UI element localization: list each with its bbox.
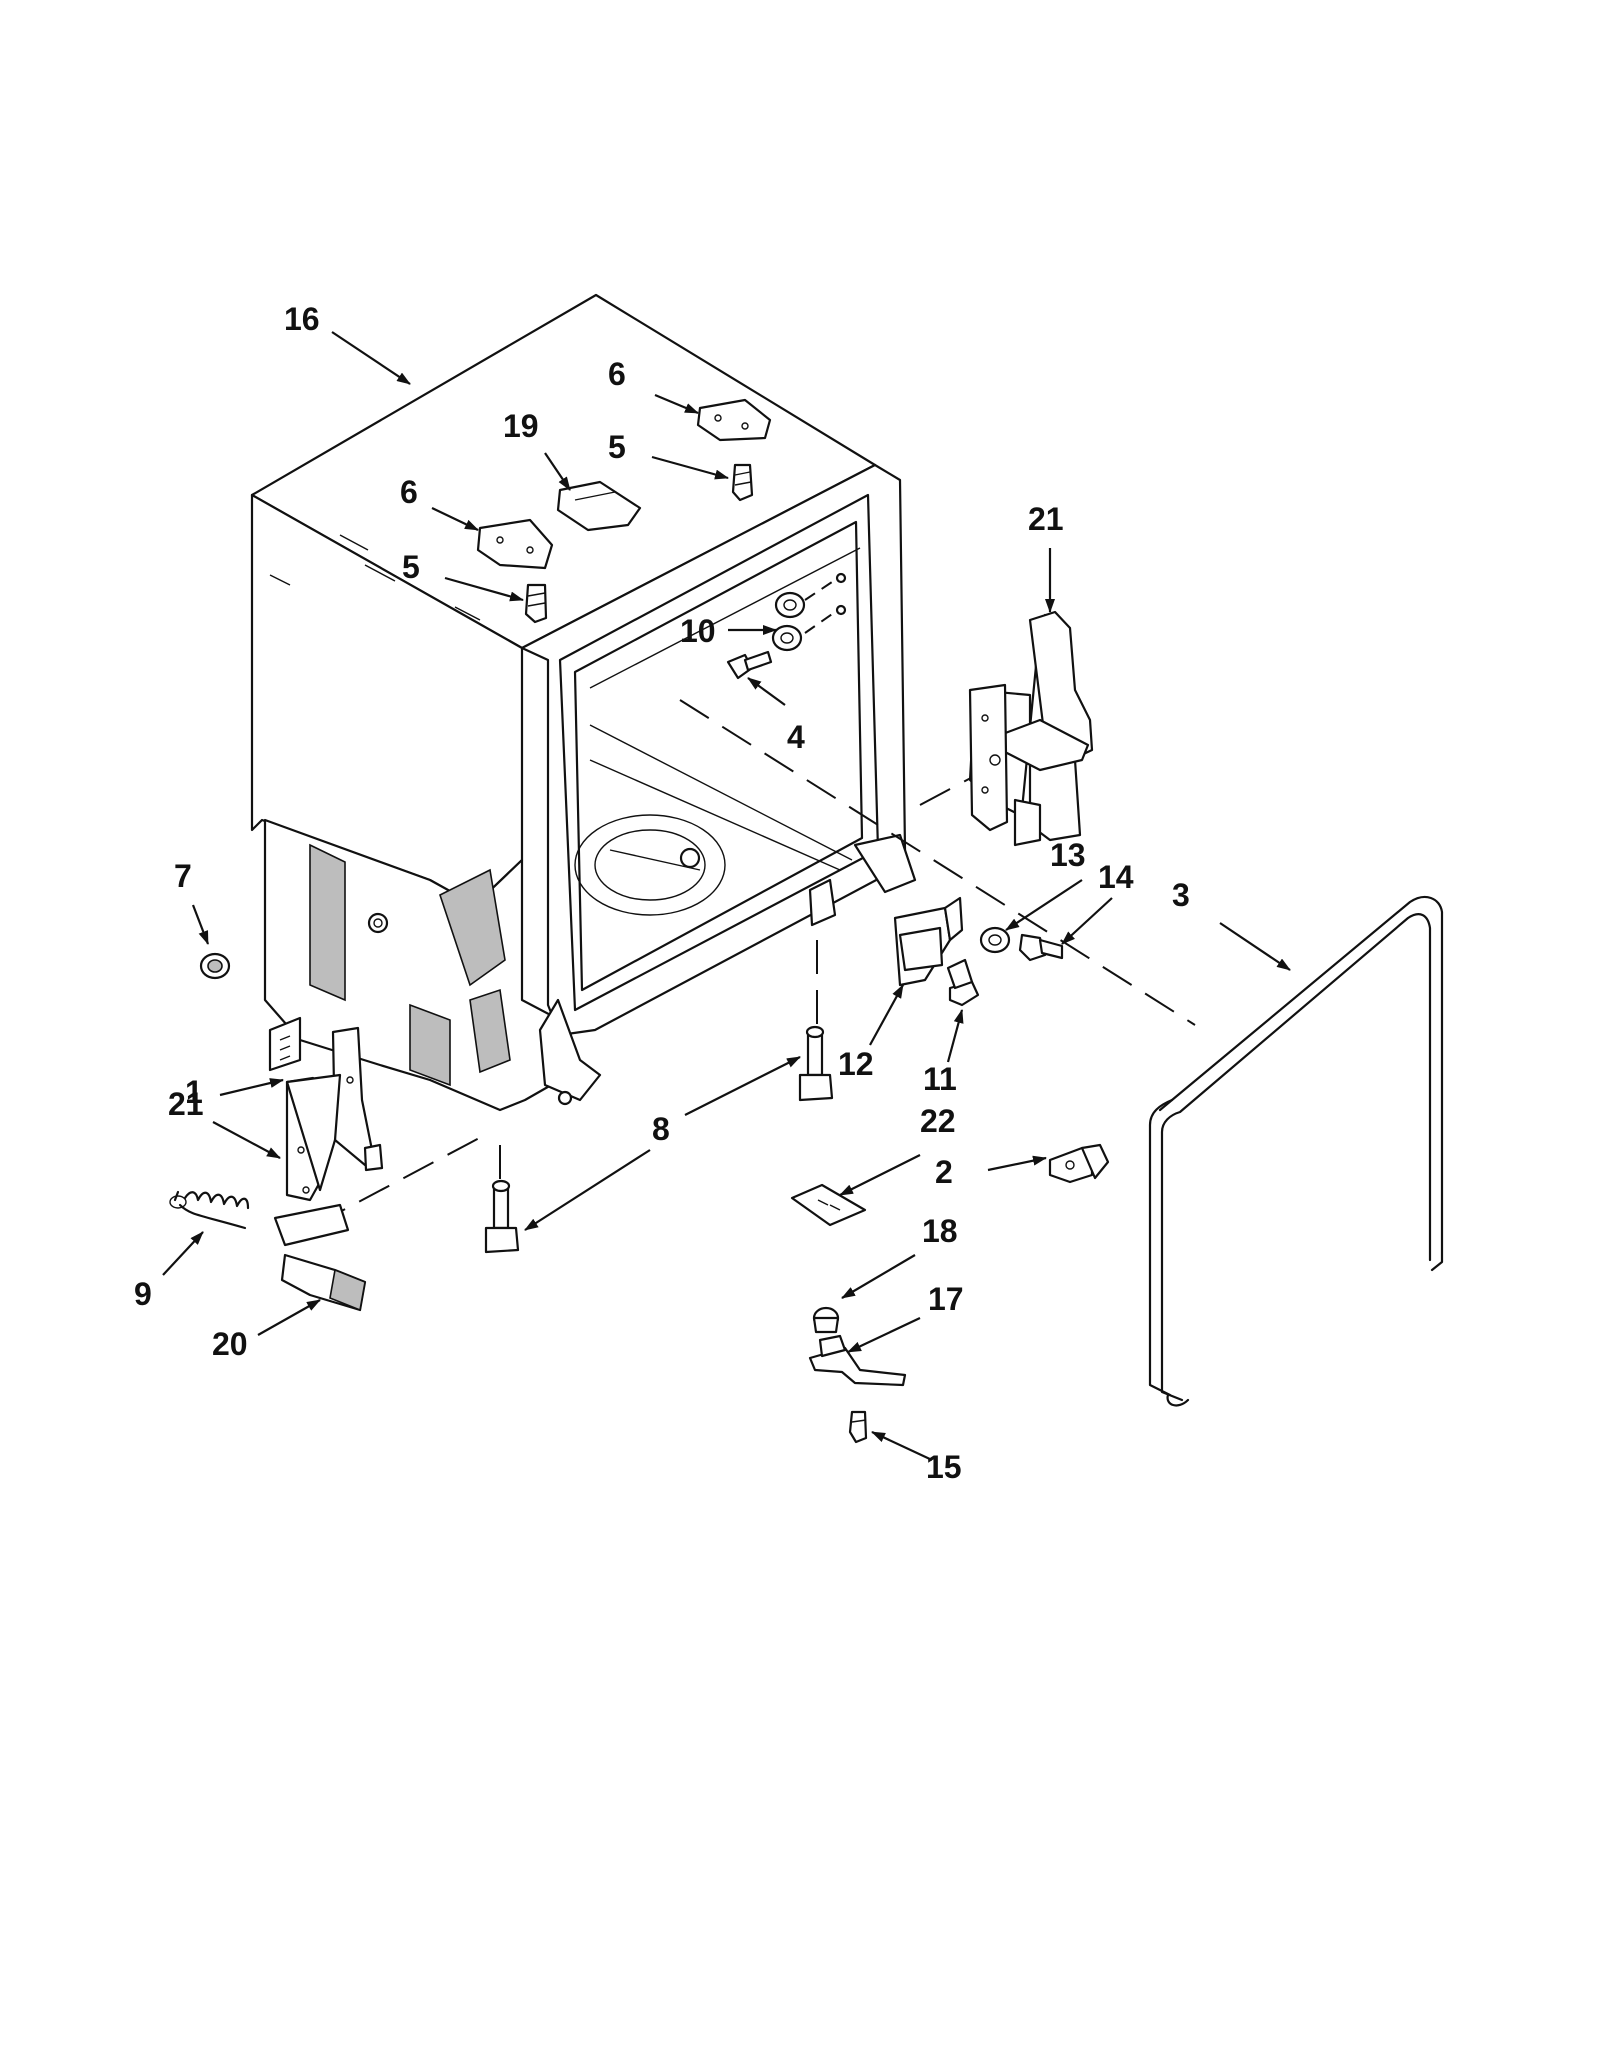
callout-5-lower: 5 bbox=[402, 549, 420, 585]
leader-11 bbox=[946, 1009, 964, 1063]
leader-9 bbox=[162, 1231, 204, 1276]
part-4-screw bbox=[726, 650, 773, 680]
hinge-bracket-top-left bbox=[476, 518, 554, 570]
part-17-bracket bbox=[808, 1334, 907, 1387]
part-3-gasket bbox=[1148, 895, 1444, 1407]
part-10-rollers bbox=[771, 572, 847, 652]
leader-6a bbox=[654, 393, 699, 415]
leader-17 bbox=[847, 1317, 921, 1353]
callout-10: 10 bbox=[680, 613, 716, 649]
leader-5a bbox=[651, 455, 729, 480]
part-8-foot-left bbox=[484, 1179, 520, 1254]
callout-2: 2 bbox=[935, 1154, 953, 1190]
part-21-hinge-right bbox=[968, 610, 1094, 847]
leader-14 bbox=[1061, 897, 1113, 945]
leader-19 bbox=[544, 452, 571, 491]
leader-8b bbox=[524, 1149, 651, 1231]
callout-3: 3 bbox=[1172, 877, 1190, 913]
callout-14: 14 bbox=[1098, 859, 1134, 895]
callout-7: 7 bbox=[174, 858, 192, 894]
leader-18 bbox=[841, 1254, 916, 1299]
leader-3 bbox=[1219, 922, 1291, 971]
callout-9: 9 bbox=[134, 1276, 152, 1312]
leader-1 bbox=[219, 1078, 284, 1097]
part-15-screw bbox=[848, 1410, 868, 1444]
callout-12: 12 bbox=[838, 1046, 874, 1082]
part-22-pad bbox=[790, 1183, 867, 1227]
leader-12 bbox=[869, 984, 904, 1046]
leader-4 bbox=[747, 677, 786, 706]
leader-6b bbox=[431, 507, 479, 531]
part-14-screw bbox=[1018, 933, 1064, 962]
assembly-line-left bbox=[314, 1134, 486, 1226]
assembly-line-right bbox=[679, 699, 1196, 1026]
leader-16 bbox=[331, 331, 411, 385]
callout-6-lower: 6 bbox=[400, 474, 418, 510]
callout-15: 15 bbox=[926, 1449, 962, 1485]
callout-17: 17 bbox=[928, 1281, 964, 1317]
part-9-spring bbox=[169, 1190, 250, 1230]
screw-top-right bbox=[731, 463, 754, 502]
part-2-clip bbox=[1048, 1143, 1110, 1184]
part-18-cap bbox=[812, 1306, 840, 1334]
callout-21-upper: 21 bbox=[1028, 501, 1064, 537]
hinge-bracket-top-right bbox=[696, 398, 772, 442]
callout-8: 8 bbox=[652, 1111, 670, 1147]
callout-16: 16 bbox=[284, 301, 320, 337]
leader-15 bbox=[871, 1431, 933, 1461]
part-11-screw bbox=[946, 958, 980, 1007]
leader-8a bbox=[684, 1056, 801, 1116]
callout-6-upper: 6 bbox=[608, 356, 626, 392]
callout-11: 11 bbox=[923, 1061, 957, 1097]
leader-7 bbox=[191, 904, 210, 945]
callout-4: 4 bbox=[787, 719, 805, 755]
callout-21-lower: 21 bbox=[168, 1086, 204, 1122]
leader-20 bbox=[257, 1299, 321, 1336]
callout-1: 1 bbox=[185, 1074, 203, 1110]
part-13-washer bbox=[979, 926, 1011, 954]
callout-13: 13 bbox=[1050, 837, 1086, 873]
tub-assembly bbox=[250, 293, 917, 1112]
screw-top-left bbox=[524, 583, 548, 624]
callout-leaders bbox=[162, 331, 1291, 1461]
part-21-hinge-left bbox=[273, 1026, 384, 1247]
callout-18: 18 bbox=[922, 1213, 958, 1249]
leader-21b bbox=[212, 1121, 281, 1159]
callout-20: 20 bbox=[212, 1326, 248, 1362]
part-8-foot-right bbox=[798, 1025, 834, 1102]
part-19-pad bbox=[556, 480, 642, 532]
callout-labels: 16 6 19 5 6 5 21 10 4 7 13 14 3 1 12 11 … bbox=[134, 301, 1190, 1485]
part-7-plug bbox=[199, 952, 231, 980]
leader-5b bbox=[444, 576, 524, 602]
leader-22 bbox=[839, 1154, 921, 1196]
leader-13 bbox=[1005, 879, 1083, 931]
part-20-pad bbox=[280, 1253, 367, 1312]
callout-19: 19 bbox=[503, 408, 539, 444]
leader-2 bbox=[987, 1155, 1047, 1172]
part-12-bracket bbox=[893, 896, 964, 987]
callout-22: 22 bbox=[920, 1103, 956, 1139]
callout-5-upper: 5 bbox=[608, 429, 626, 465]
